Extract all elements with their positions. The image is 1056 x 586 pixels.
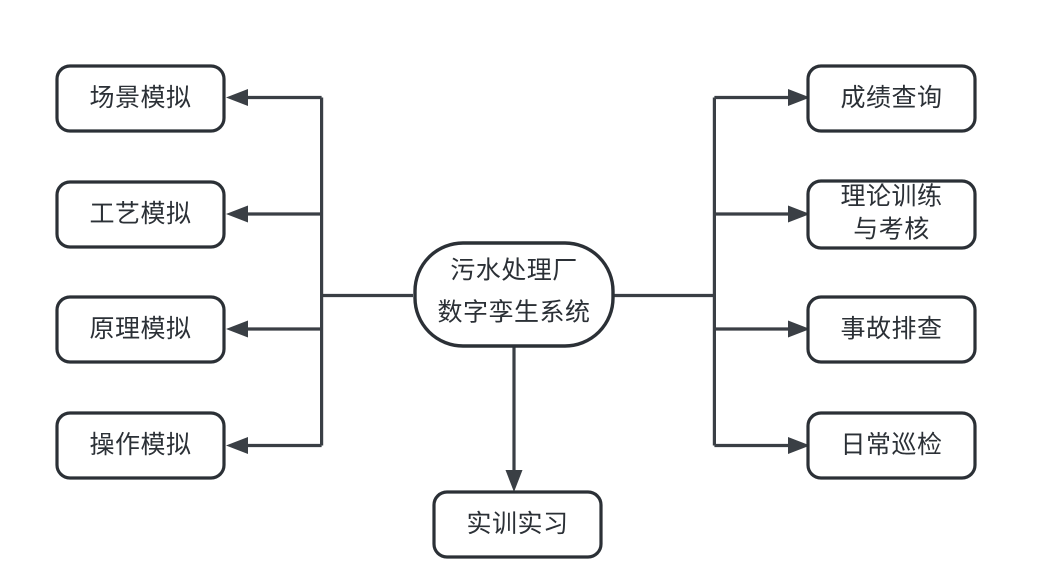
bottom-node-1-shape <box>432 490 603 559</box>
right-node-2[interactable]: 理论训练 与考核 <box>806 179 977 250</box>
right-node-4[interactable]: 日常巡检 <box>806 411 977 480</box>
arrowhead-right-3-icon <box>788 320 810 338</box>
arrowhead-bottom-icon <box>505 470 523 492</box>
left-node-3-label: 原理模拟 <box>89 315 191 343</box>
left-branch-connectors <box>226 89 413 454</box>
arrowhead-right-2-icon <box>788 205 810 223</box>
center-node-label-line1: 污水处理厂 <box>450 257 578 285</box>
center-node-shape <box>413 241 615 348</box>
left-node-4-shape <box>55 411 226 480</box>
right-node-4-shape <box>806 411 977 480</box>
right-node-3-shape <box>806 295 977 364</box>
left-node-1-label: 场景模拟 <box>89 84 191 112</box>
right-branch-connectors <box>614 89 810 454</box>
right-node-2-shape <box>806 179 977 250</box>
left-node-4-label: 操作模拟 <box>89 431 191 459</box>
right-node-1[interactable]: 成绩查询 <box>806 64 977 133</box>
right-node-1-shape <box>806 64 977 133</box>
right-node-3[interactable]: 事故排查 <box>806 295 977 364</box>
center-node[interactable]: 污水处理厂 数字孪生系统 <box>413 241 615 348</box>
center-node-label-line2: 数字孪生系统 <box>437 299 590 327</box>
bottom-node-1-label: 实训实习 <box>466 510 568 538</box>
left-node-1-shape <box>55 64 226 133</box>
right-node-1-label: 成绩查询 <box>840 84 942 112</box>
arrowhead-left-4-icon <box>226 437 248 454</box>
bottom-node-1[interactable]: 实训实习 <box>432 490 603 559</box>
left-node-2-label: 工艺模拟 <box>89 200 191 228</box>
arrowhead-left-2-icon <box>226 205 248 223</box>
right-node-4-label: 日常巡检 <box>840 431 942 459</box>
left-node-1[interactable]: 场景模拟 <box>55 64 226 133</box>
arrowhead-right-1-icon <box>788 89 810 106</box>
left-node-3[interactable]: 原理模拟 <box>55 295 226 364</box>
arrowhead-left-3-icon <box>226 320 248 338</box>
left-node-2-shape <box>55 180 226 249</box>
arrowhead-right-4-icon <box>788 437 810 454</box>
right-node-2-label-line1: 理论训练 <box>840 183 942 211</box>
arrowhead-left-1-icon <box>226 89 248 106</box>
bottom-branch-connectors <box>505 345 523 492</box>
left-node-4[interactable]: 操作模拟 <box>55 411 226 480</box>
right-node-2-label-line2: 与考核 <box>853 216 930 244</box>
left-node-2[interactable]: 工艺模拟 <box>55 180 226 249</box>
left-node-3-shape <box>55 295 226 364</box>
right-node-3-label: 事故排查 <box>840 315 942 343</box>
